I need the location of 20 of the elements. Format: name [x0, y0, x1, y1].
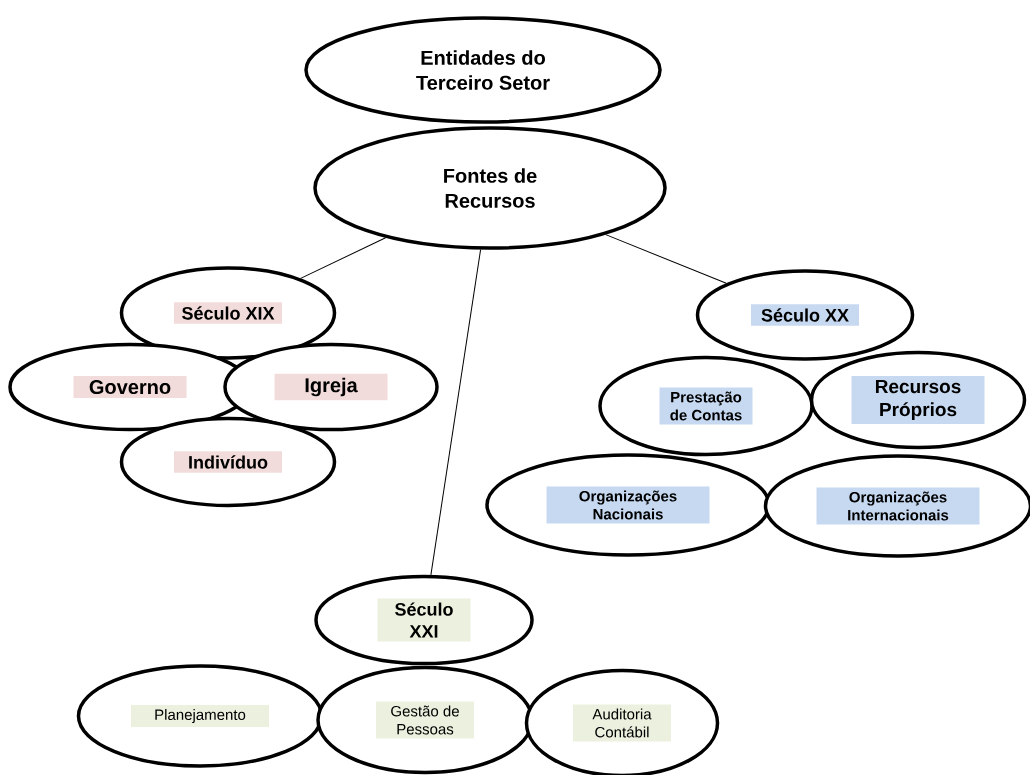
ellipse-node: Século XXI: [314, 574, 534, 666]
ellipse-node: Prestação de Contas: [598, 355, 814, 457]
connector-line: [300, 237, 387, 279]
ellipse-node: Entidades do Terceiro Setor: [304, 16, 662, 124]
ellipse-node: Organizações Nacionais: [485, 453, 771, 557]
ellipse-node: Século XX: [695, 269, 915, 361]
ellipse-node: Organizações Internacionais: [763, 454, 1030, 558]
ellipse-node: Igreja: [223, 342, 439, 432]
ellipse-node: Indivíduo: [119, 416, 337, 508]
node-label: Gestão de Pessoas: [391, 705, 459, 735]
ellipse-node: Gestão de Pessoas: [316, 665, 534, 775]
connector-line: [605, 234, 727, 284]
ellipse-node: Auditoria Contábil: [524, 668, 720, 775]
ellipse-node: Fontes de Recursos: [313, 126, 667, 250]
ellipse-node: Planejamento: [76, 664, 324, 768]
connector-line: [430, 249, 482, 576]
node-label: Organizações Internacionais: [848, 491, 949, 521]
ellipse-node: Recursos Próprios: [809, 350, 1027, 450]
node-label: Auditoria Contábil: [592, 708, 652, 738]
node-label: Recursos Próprios: [875, 379, 961, 420]
